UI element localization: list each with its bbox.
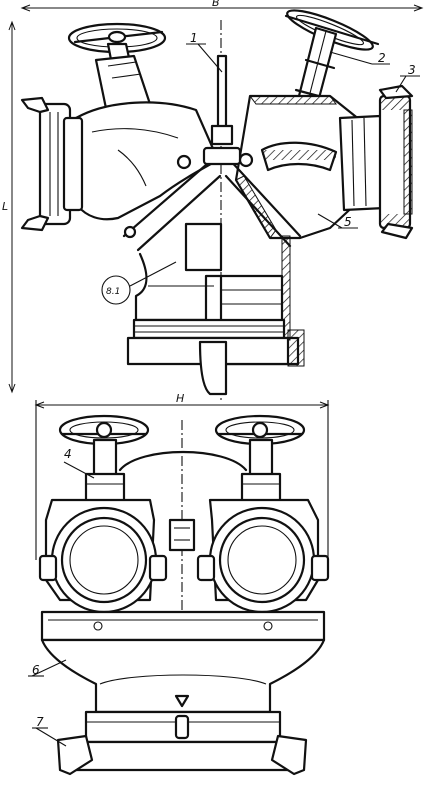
callout-5-label: 5 [344,215,352,229]
length-dimension: L [2,20,16,394]
front-left-valve [38,498,168,614]
callout-5: 5 [317,213,358,229]
front-base-coupling [56,710,308,776]
front-body-plate [40,610,326,642]
callout-1: 1 [186,31,223,73]
callout-8-1-label: 8.1 [106,287,120,297]
front-right-handwheel [214,414,306,446]
central-y-body [122,146,302,252]
callout-2-label: 2 [378,51,386,65]
callout-4: 4 [63,447,95,479]
width-dimension-label: B [212,0,220,9]
front-view: H [28,392,330,776]
base-coupling [126,318,290,396]
callout-7-label: 7 [36,715,44,729]
right-coupling-head [378,84,414,240]
callout-4-label: 4 [64,447,72,461]
front-left-bonnet [84,438,126,506]
callout-3-label: 3 [408,63,416,77]
callout-6: 6 [28,659,67,677]
callout-8-1: 8.1 [101,261,177,305]
right-outlet-pipe [338,114,386,212]
side-elevation-view: B L [2,0,424,400]
front-right-valve [196,498,330,614]
indicator-rod [210,54,234,146]
front-lower-trunk [40,638,326,714]
left-coupling-head [20,96,84,232]
callout-2: 2 [329,51,390,65]
width-dimension: B [20,0,424,12]
callout-7: 7 [32,715,67,747]
height-dimension: H [34,392,330,560]
left-valve-body [74,101,220,221]
length-dimension-label: L [2,200,8,213]
bridge-arc [118,451,248,472]
front-right-bonnet [240,438,282,506]
callout-1-label: 1 [190,31,198,45]
callout-3: 3 [395,63,420,93]
height-dimension-label: H [176,392,184,405]
callout-6-label: 6 [32,663,40,677]
central-boss [168,518,196,552]
